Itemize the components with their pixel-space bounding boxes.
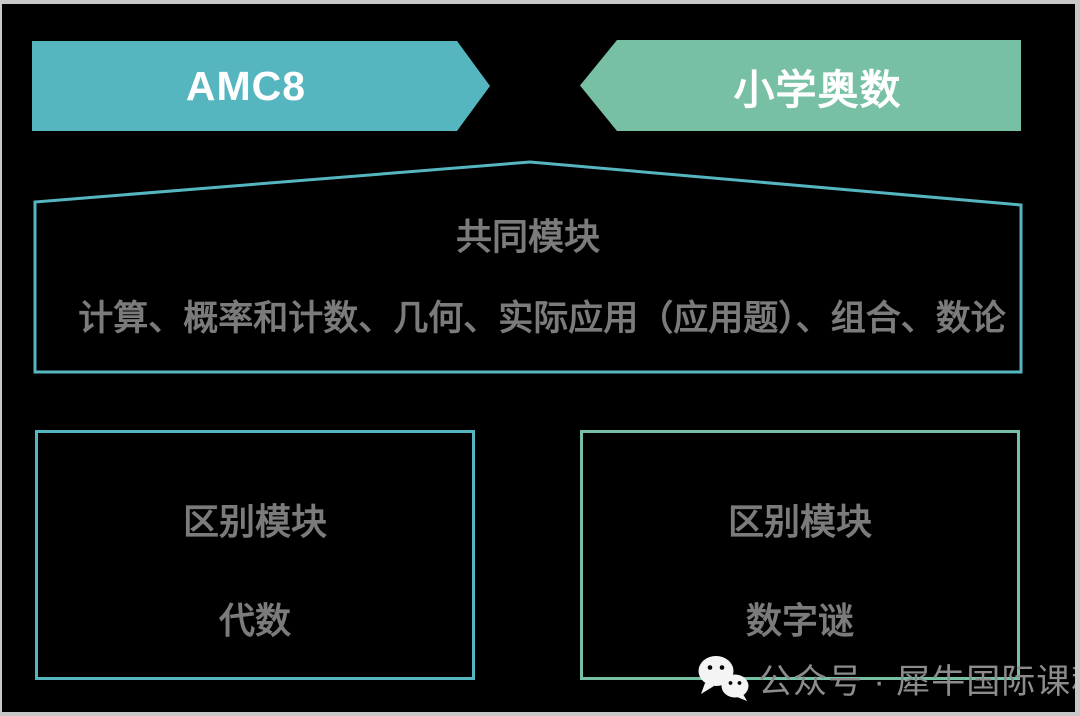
olympiad-distinct-module-content: 数字谜	[745, 600, 854, 641]
olympiad-distinct-module-box: 区别模块 数字谜	[580, 430, 1020, 680]
olympiad-distinct-module-title: 区别模块	[727, 501, 872, 542]
banner-elementary-olympiad-label: 小学奥数	[733, 66, 902, 113]
amc8-distinct-module-title: 区别模块	[182, 501, 327, 542]
watermark-text: 公众号 · 犀牛国际课程	[758, 662, 1080, 701]
common-module-outline	[33, 160, 1023, 374]
amc8-distinct-module-content: 代数	[218, 600, 291, 641]
wechat-icon	[698, 656, 749, 701]
watermark: 公众号 · 犀牛国际课程	[696, 652, 1080, 704]
banner-amc8: AMC8	[32, 41, 490, 131]
banner-elementary-olympiad: 小学奥数	[580, 40, 1021, 131]
common-module-border	[33, 160, 1023, 374]
banner-amc8-label: AMC8	[185, 62, 307, 109]
amc8-distinct-module-box: 区别模块 代数	[35, 430, 475, 680]
common-module-items: 计算、概率和计数、几何、实际应用（应用题）、组合、数论	[78, 299, 1006, 338]
common-module-title: 共同模块	[455, 216, 600, 257]
